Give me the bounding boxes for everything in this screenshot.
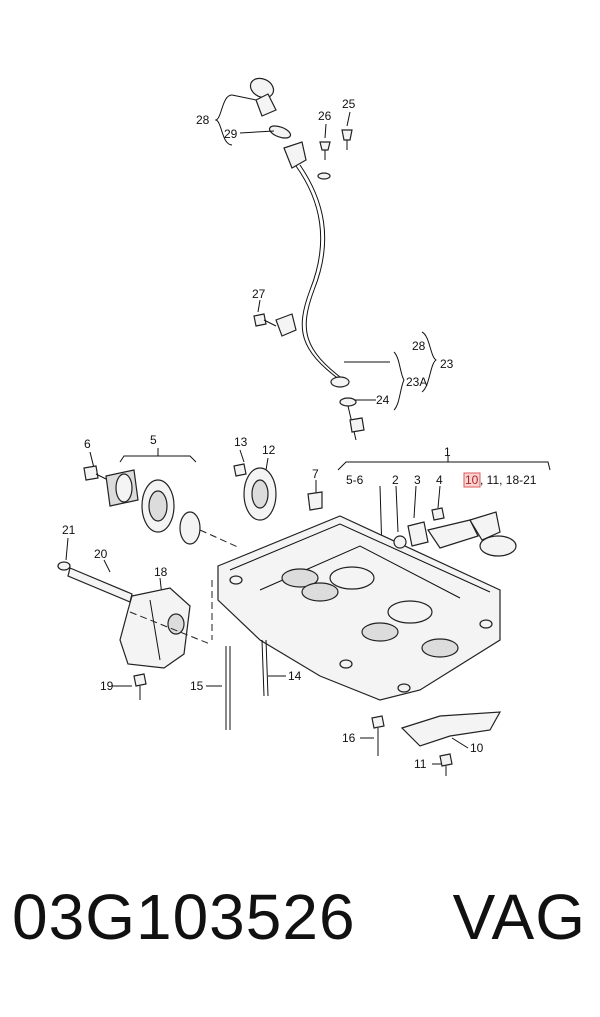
callout-19: 19 (100, 679, 114, 693)
callout-20: 20 (94, 547, 108, 561)
exploded-parts-diagram: 28 29 25 26 27 28 23 23A 24 1 5-6 2 3 4 … (57, 77, 551, 776)
callout-10-ref: 10 (465, 473, 479, 487)
callout-23a: 23A (406, 375, 427, 389)
part-number: 03G103526 (12, 881, 356, 953)
callout-5: 5 (150, 433, 157, 447)
brand-name: VAG (452, 881, 586, 953)
oil-pickup-pipe (393, 507, 517, 557)
callout-27: 27 (252, 287, 266, 301)
callout-23: 23 (440, 357, 454, 371)
callout-labels: 28 29 25 26 27 28 23 23A 24 1 5-6 2 3 4 … (62, 97, 537, 771)
callout-18: 18 (154, 565, 168, 579)
callout-11: 11 (414, 757, 427, 771)
callout-2: 2 (392, 473, 399, 487)
dipstick-assembly (249, 77, 365, 441)
callout-14: 14 (288, 669, 302, 683)
balance-shaft-parts (83, 463, 323, 549)
caption-bar: 03G103526 VAG (0, 880, 600, 990)
callout-28-right: 28 (412, 339, 426, 353)
callout-25: 25 (342, 97, 356, 111)
callout-10-highlight (463, 472, 481, 488)
callout-24: 24 (376, 393, 390, 407)
callout-28-top: 28 (196, 113, 210, 127)
callout-7: 7 (312, 467, 319, 481)
callout-1: 1 (444, 445, 451, 459)
callout-16: 16 (342, 731, 356, 745)
callout-5-6: 5-6 (346, 473, 364, 487)
baffle-plate (225, 639, 502, 776)
balance-shaft-housing (211, 515, 501, 701)
callout-4: 4 (436, 473, 443, 487)
callout-6: 6 (84, 437, 91, 451)
callout-29: 29 (224, 127, 238, 141)
oil-pump (57, 561, 211, 700)
callout-3: 3 (414, 473, 421, 487)
callout-21: 21 (62, 523, 76, 537)
callout-11-18-21: , 11, 18-21 (480, 473, 537, 487)
callout-26: 26 (318, 109, 332, 123)
callout-15: 15 (190, 679, 204, 693)
callout-10: 10 (470, 741, 484, 755)
callout-12: 12 (262, 443, 276, 457)
callout-13: 13 (234, 435, 248, 449)
